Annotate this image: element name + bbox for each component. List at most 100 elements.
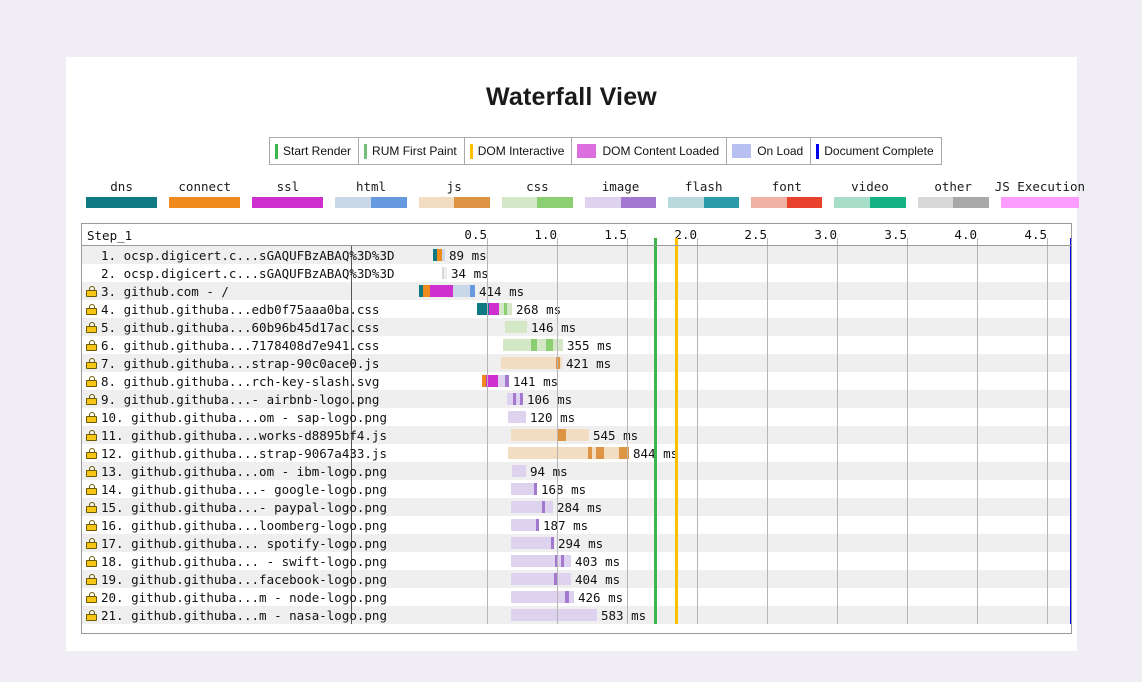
mime-legend-item-connect: connect (163, 179, 246, 208)
marker-legend-item-document-complete[interactable]: Document Complete (811, 138, 940, 164)
request-label-cell[interactable]: 2. ocsp.digicert.c...sGAQUFBzABAQ%3D%3D (82, 264, 395, 282)
request-label-cell[interactable]: 9. github.githuba...- airbnb-logo.png (82, 390, 379, 408)
mime-legend-swatch (668, 197, 740, 208)
marker-legend-item-dom-interactive[interactable]: DOM Interactive (465, 138, 573, 164)
mime-legend-swatch (917, 197, 989, 208)
timing-bar[interactable] (505, 321, 527, 333)
axis-tick-mark (1047, 238, 1048, 245)
request-url-label: 6. github.githuba...7178408d7e941.css (101, 337, 380, 353)
request-label-cell[interactable]: 13. github.githuba...om - ibm-logo.png (82, 462, 387, 480)
request-label-cell[interactable]: 6. github.githuba...7178408d7e941.css (82, 336, 379, 354)
timing-segment (558, 555, 561, 567)
timing-segment (489, 303, 499, 315)
request-label-cell[interactable]: 12. github.githuba...strap-9067a433.js (82, 444, 387, 462)
lock-icon (86, 465, 97, 477)
timing-bar[interactable] (433, 249, 445, 261)
timing-segment (554, 573, 557, 585)
timing-segment (511, 483, 534, 495)
timing-bar[interactable] (442, 267, 447, 279)
timing-segment (511, 537, 551, 549)
request-url-label: 13. github.githuba...om - ibm-logo.png (101, 463, 387, 479)
timing-bar[interactable] (508, 411, 526, 423)
timing-bar[interactable] (501, 357, 562, 369)
request-label-cell[interactable]: 8. github.githuba...rch-key-slash.svg (82, 372, 379, 390)
waterfall-request-row[interactable]: 19. github.githuba...facebook-logo.png 40… (82, 570, 1071, 588)
marker-legend-item-start-render[interactable]: Start Render (270, 138, 360, 164)
waterfall-request-row[interactable]: 3. github.com - /414 ms (82, 282, 1071, 300)
request-label-cell[interactable]: 14. github.githuba...- google-logo.png (82, 480, 387, 498)
request-duration-label: 34 ms (451, 266, 489, 281)
timing-bar[interactable] (511, 591, 574, 603)
request-url-label: 4. github.githuba...edb0f75aaa0ba.css (101, 301, 380, 317)
timing-bar[interactable] (511, 555, 571, 567)
timing-bar[interactable] (419, 285, 475, 297)
timing-bar[interactable] (503, 339, 563, 351)
request-duration-label: 168 ms (541, 482, 587, 497)
timing-bar[interactable] (508, 447, 629, 459)
timing-bar[interactable] (511, 429, 589, 441)
request-label-cell[interactable]: 21. github.githuba...m - nasa-logo.png (82, 606, 387, 624)
request-label-cell[interactable]: 3. github.com - / (82, 282, 352, 300)
waterfall-request-row[interactable]: 4. github.githuba...edb0f75aaa0ba.css 268… (82, 300, 1071, 318)
timing-segment (505, 375, 509, 387)
request-label-cell[interactable]: 1. ocsp.digicert.c...sGAQUFBzABAQ%3D%3D (82, 246, 395, 264)
timing-bar[interactable] (511, 609, 597, 621)
timing-bar[interactable] (511, 519, 539, 531)
request-label-cell[interactable]: 18. github.githuba... - swift-logo.png (82, 552, 387, 570)
request-label-cell[interactable]: 11. github.githuba...works-d8895bf4.js (82, 426, 387, 444)
mime-legend-label: connect (178, 179, 232, 194)
marker-legend-item-on-load[interactable]: On Load (727, 138, 812, 164)
timing-segment (537, 339, 546, 351)
request-label-cell[interactable]: 15. github.githuba...- paypal-logo.png (82, 498, 387, 516)
timing-bar[interactable] (511, 501, 553, 513)
waterfall-request-row[interactable]: 2. ocsp.digicert.c...sGAQUFBzABAQ%3D%3D 3… (82, 264, 1071, 282)
request-timing-track: 34 ms (352, 264, 1071, 282)
timing-bar[interactable] (477, 303, 512, 315)
request-duration-label: 268 ms (516, 302, 562, 317)
request-duration-label: 404 ms (575, 572, 621, 587)
request-label-cell[interactable]: 10. github.githuba...om - sap-logo.png (82, 408, 387, 426)
axis-grid-line (627, 246, 628, 624)
axis-tick-mark (697, 238, 698, 245)
mime-legend-label: font (771, 179, 802, 194)
timing-bar[interactable] (511, 483, 537, 495)
marker-legend-item-dom-content-loaded[interactable]: DOM Content Loaded (572, 138, 728, 164)
request-label-cell[interactable]: 16. github.githuba...loomberg-logo.png (82, 516, 387, 534)
request-label-cell[interactable]: 7. github.githuba...strap-90c0ace0.js (82, 354, 379, 372)
timing-bar[interactable] (511, 573, 571, 585)
timing-bar[interactable] (482, 375, 509, 387)
request-label-cell[interactable]: 20. github.githuba...m - node-logo.png (82, 588, 387, 606)
timing-bar[interactable] (511, 537, 554, 549)
timing-segment (419, 285, 423, 297)
marker-legend-item-rum-first-paint[interactable]: RUM First Paint (359, 138, 465, 164)
mime-legend-swatch (418, 197, 490, 208)
request-label-cell[interactable]: 5. github.githuba...60b96b45d17ac.css (82, 318, 379, 336)
timing-bar[interactable] (507, 393, 523, 405)
waterfall-request-row[interactable]: 14. github.githuba...- google-logo.png 16… (82, 480, 1071, 498)
request-label-cell[interactable]: 19. github.githuba...facebook-logo.png (82, 570, 387, 588)
timeline-marker-tick-document-complete (1070, 238, 1071, 245)
request-timing-track: 268 ms (352, 300, 1071, 318)
request-label-cell[interactable]: 4. github.githuba...edb0f75aaa0ba.css (82, 300, 379, 318)
marker-swatch-box (577, 144, 597, 158)
timing-bar[interactable] (512, 465, 526, 477)
mime-legend-swatch (169, 197, 241, 208)
request-label-cell[interactable]: 17. github.githuba... spotify-logo.png (82, 534, 387, 552)
timing-segment (531, 339, 537, 351)
